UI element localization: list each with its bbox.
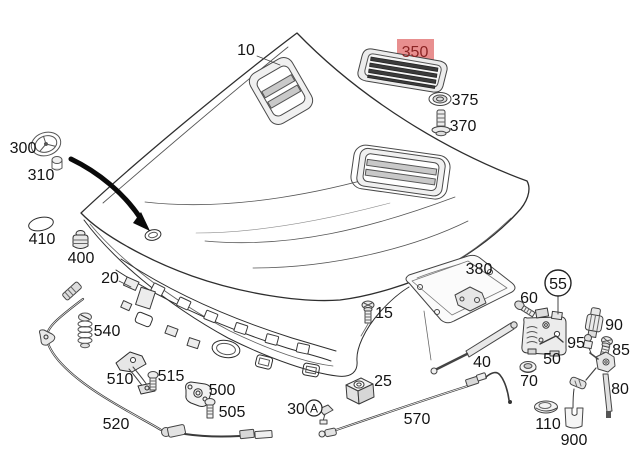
part-label-540[interactable]: 540 [94,323,121,340]
part-label-380[interactable]: 380 [466,261,493,278]
part-label-375[interactable]: 375 [452,92,479,109]
catch-510-drawing [115,351,156,395]
screw-15-drawing [360,300,375,337]
part-label-310[interactable]: 310 [28,167,55,184]
part-label-85[interactable]: 85 [612,342,630,359]
part-label-900[interactable]: 900 [561,432,588,449]
part-label-505[interactable]: 505 [219,404,246,421]
variant-circle-30 [305,399,323,417]
part-label-570[interactable]: 570 [404,411,431,428]
spring-540-drawing [77,312,93,349]
part-label-510[interactable]: 510 [107,371,134,388]
fastener-95-drawing [582,334,594,354]
part-label-55[interactable]: 55 [549,276,567,293]
part-label-515[interactable]: 515 [158,368,185,385]
hood-right-vent-drawing [350,144,451,200]
part-label-40[interactable]: 40 [473,354,491,371]
hood-stay-80-drawing [569,351,616,418]
lock-cover-25-drawing [345,377,375,405]
switch-90-drawing [584,307,604,338]
seal-410-drawing [28,216,54,232]
part-label-95[interactable]: 95 [567,335,585,352]
release-cable-520-drawing [39,281,273,440]
hood-left-vent-drawing [248,57,314,125]
hood-outline-drawing [80,32,530,377]
part-label-410[interactable]: 410 [29,231,56,248]
part-label-50[interactable]: 50 [543,351,561,368]
part-label-350[interactable]: 350 [402,44,429,61]
grommet-375-drawing [428,92,452,106]
variant-letter-30: A [310,402,318,416]
part-label-70[interactable]: 70 [520,373,538,390]
hood-front-strip-drawing [115,258,337,378]
hood-lock-50-drawing [521,307,567,357]
diagram-drawing [28,32,616,440]
screw-505-drawing [204,398,216,419]
part-label-60[interactable]: 60 [520,290,538,307]
part-label-370[interactable]: 370 [450,118,477,135]
grommet-310-drawing [51,156,63,171]
grommet-70-drawing [519,361,537,373]
part-label-25[interactable]: 25 [374,373,392,390]
part-label-80[interactable]: 80 [611,381,629,398]
leader-10 [256,55,281,66]
bumper-400-drawing [72,230,89,249]
part-label-10[interactable]: 10 [237,42,255,59]
part-label-110[interactable]: 110 [535,416,561,433]
screw-60-drawing [514,300,536,318]
insulation-pad-380-drawing [405,254,516,324]
part-label-20[interactable]: 20 [101,270,119,287]
part-label-500[interactable]: 500 [209,382,236,399]
callout-circle-55 [544,269,572,297]
screw-370-drawing [431,109,451,137]
leader-20 [118,280,132,288]
star-emblem-300-drawing [30,131,62,157]
part-label-520[interactable]: 520 [103,416,130,433]
grommet-110-drawing [534,400,558,414]
part-label-400[interactable]: 400 [68,250,95,267]
part-label-300[interactable]: 300 [10,140,37,157]
vent-grille-350-drawing [357,48,448,93]
gas-strut-40-drawing [423,310,518,375]
screw-515-drawing [147,371,159,391]
release-cable-570-drawing [318,371,512,438]
part-label-90[interactable]: 90 [605,317,623,334]
bracket-900-drawing [564,407,584,429]
pointer-arrow [68,156,150,231]
part-label-30[interactable]: 30 [287,401,305,418]
part-label-15[interactable]: 15 [375,305,393,322]
